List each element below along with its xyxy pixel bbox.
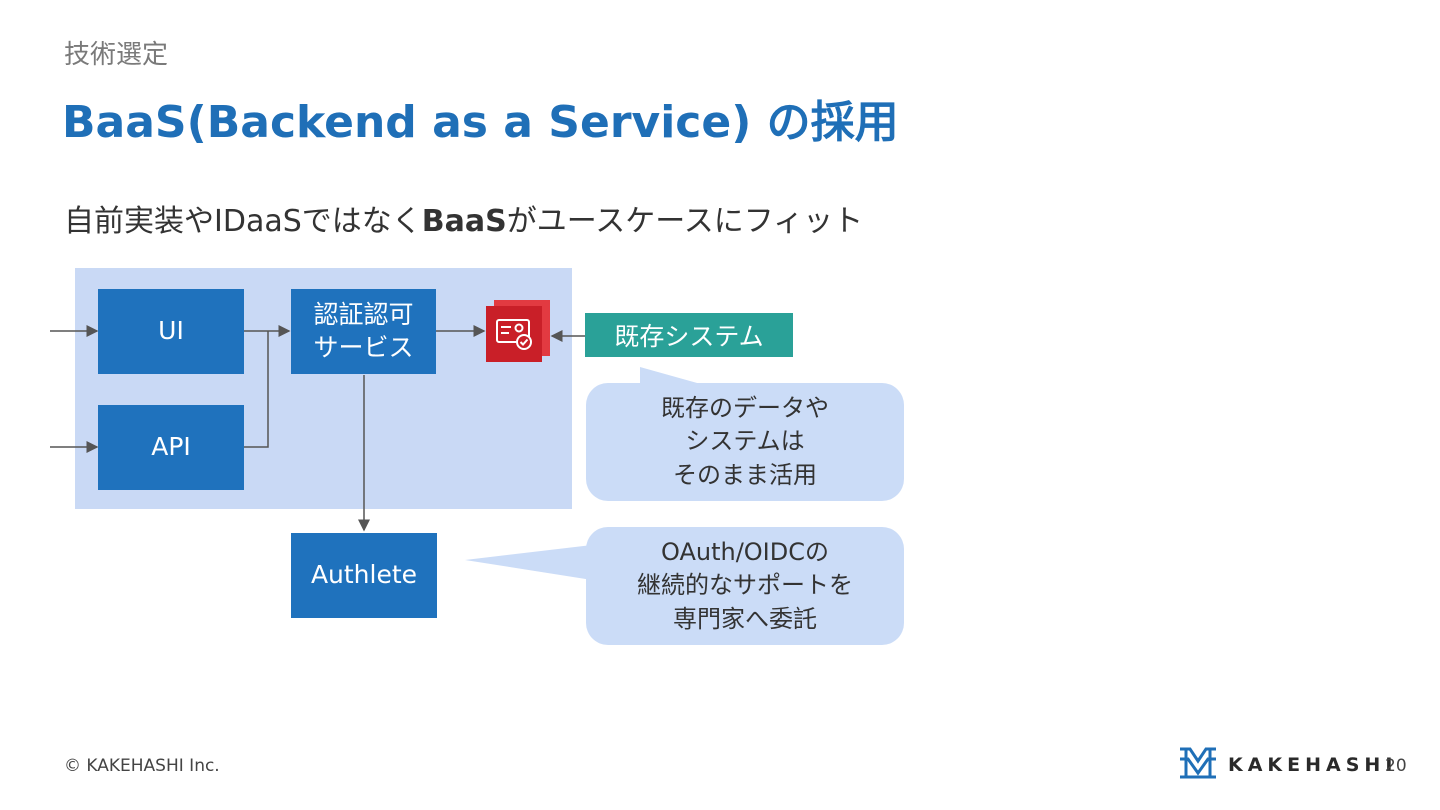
page-number: 20 [1385,756,1407,776]
api-box: API [98,405,244,490]
lead-text: 自前実装やIDaaSではなくBaaSがユースケースにフィット [64,196,863,240]
authlete-box: Authlete [291,533,437,618]
bubble-existing-tail [640,367,715,388]
bubble-oauth-tail [465,545,592,580]
section-label: 技術選定 [64,40,169,70]
api-label: API [151,432,191,462]
auth-service-label-line1: 認証認可 [313,300,414,329]
ui-label: UI [158,316,184,346]
bubble-existing: 既存のデータや システムは そのまま活用 [586,383,904,501]
kakehashi-logo-icon [1178,745,1218,781]
bubble-oauth: OAuth/OIDCの 継続的なサポートを 専門家へ委託 [586,527,904,645]
lead-text-end: がユースケースにフィット [506,204,864,239]
lead-text-start: 自前実装やIDaaSではなく [64,204,422,239]
authlete-label: Authlete [310,560,418,590]
ui-box: UI [98,289,244,374]
copyright: © KAKEHASHI Inc. [64,756,220,776]
existing-system-label: 既存システム [585,313,793,357]
arrow-api-to-auth [244,331,269,448]
brand-wordmark: KAKEHASHI [1228,754,1398,776]
slide-title: BaaS(Backend as a Service) の採用 [62,97,899,148]
lead-text-bold: BaaS [421,204,507,239]
auth-service-box: 認証認可 サービス [291,289,436,374]
auth-service-label-line2: サービス [313,332,414,362]
identity-store-icon [486,300,550,364]
